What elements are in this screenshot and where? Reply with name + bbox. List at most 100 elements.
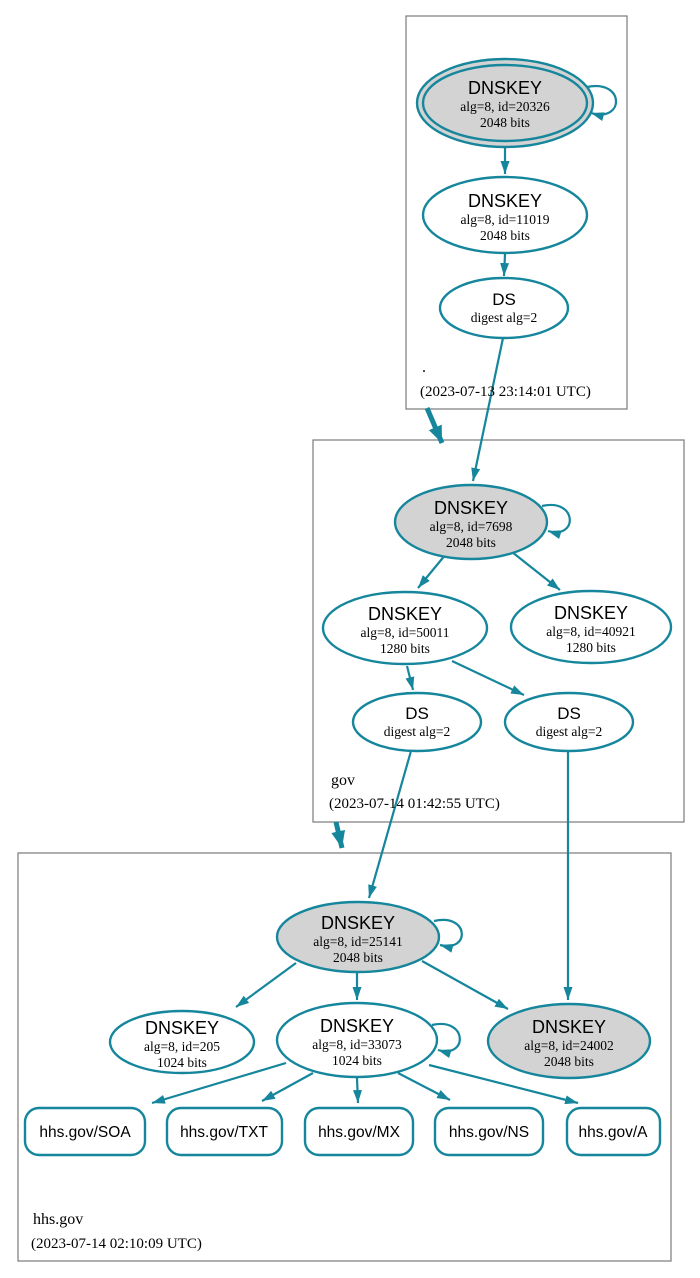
edge-25141-to-24002 — [421, 960, 509, 1010]
dnskey-node-25141: DNSKEY alg=8, id=25141 2048 bits — [275, 900, 441, 974]
edge-33073-to-mx — [352, 1077, 362, 1104]
dnskey-7698-title: DNSKEY — [434, 498, 508, 518]
edge-50011-to-ds1 — [405, 665, 415, 691]
dnskey-20326-inner-ellipse — [421, 63, 589, 143]
rrset-soa-box — [23, 1106, 147, 1157]
dnskey-20326-detail: alg=8, id=20326 — [460, 99, 550, 114]
zone-timestamp-gov: (2023-07-14 01:42:55 UTC) — [329, 796, 500, 812]
rrset-node-txt: hhs.gov/TXT — [165, 1106, 284, 1157]
edge-root-ds-to-7698 — [471, 337, 505, 482]
dnskey-50011-title: DNSKEY — [368, 604, 442, 624]
ds-node-root: DS digest alg=2 — [438, 276, 570, 340]
rrset-a-label: hhs.gov/A — [579, 1124, 649, 1141]
dnskey-11019-detail: alg=8, id=11019 — [461, 212, 550, 227]
dnskey-33073-detail: alg=8, id=33073 — [312, 1037, 402, 1052]
dnskey-node-7698: DNSKEY alg=8, id=7698 2048 bits — [393, 483, 549, 561]
edge-7698-to-50011 — [417, 553, 447, 589]
ds-root-title: DS — [492, 290, 516, 309]
edge-gov-ds1-to-25141 — [367, 750, 413, 899]
zone-label-gov: gov — [331, 772, 355, 789]
dnskey-25141-ellipse — [275, 900, 441, 974]
dnskey-7698-bits: 2048 bits — [446, 535, 496, 550]
rrset-node-ns: hhs.gov/NS — [433, 1106, 545, 1157]
ds-gov-1-title: DS — [405, 704, 429, 723]
dnskey-25141-bits: 2048 bits — [333, 950, 383, 965]
dnskey-205-title: DNSKEY — [145, 1018, 219, 1038]
zone-gov: DNSKEY alg=8, id=7698 2048 bits DNSKEY a… — [321, 483, 673, 812]
edge-delegation-root-to-gov — [424, 407, 445, 444]
rrset-node-a: hhs.gov/A — [565, 1106, 662, 1157]
ds-root-detail: digest alg=2 — [471, 310, 537, 325]
dnskey-node-24002: DNSKEY alg=8, id=24002 2048 bits — [486, 1002, 652, 1080]
dnskey-node-20326: DNSKEY alg=8, id=20326 2048 bits — [415, 57, 595, 149]
rrset-a-box — [565, 1106, 662, 1157]
edge-33073-to-txt — [261, 1072, 314, 1102]
zone-label-root: . — [422, 359, 426, 376]
dnskey-40921-bits: 1280 bits — [566, 640, 616, 655]
edge-7698-self-sign — [541, 503, 571, 540]
dnskey-40921-ellipse — [509, 589, 673, 665]
dnskey-50011-ellipse — [321, 590, 489, 666]
dnskey-205-detail: alg=8, id=205 — [144, 1039, 220, 1054]
edge-25141-to-205 — [235, 962, 297, 1008]
rrset-soa-label: hhs.gov/SOA — [39, 1124, 131, 1141]
dnskey-7698-ellipse — [393, 483, 549, 561]
dnskey-node-205: DNSKEY alg=8, id=205 1024 bits — [108, 1009, 256, 1075]
rrset-txt-label: hhs.gov/TXT — [180, 1124, 268, 1141]
edge-7698-to-40921 — [511, 551, 561, 591]
dnskey-25141-detail: alg=8, id=25141 — [313, 934, 402, 949]
rrset-ns-label: hhs.gov/NS — [449, 1124, 529, 1141]
edge-25141-self-sign — [433, 918, 463, 953]
dnskey-24002-bits: 2048 bits — [544, 1054, 594, 1069]
dnskey-24002-detail: alg=8, id=24002 — [524, 1038, 613, 1053]
edge-33073-to-ns — [397, 1072, 451, 1101]
dnskey-33073-ellipse — [275, 1001, 439, 1079]
dnskey-33073-title: DNSKEY — [320, 1016, 394, 1036]
edge-11019-to-ds — [500, 253, 510, 277]
dnskey-205-bits: 1024 bits — [157, 1055, 207, 1070]
dnskey-11019-title: DNSKEY — [468, 191, 542, 211]
edge-33073-to-soa — [151, 1061, 287, 1105]
dnskey-33073-bits: 1024 bits — [332, 1053, 382, 1068]
ds-root-ellipse — [438, 276, 570, 340]
rrset-ns-box — [433, 1106, 545, 1157]
dnskey-24002-title: DNSKEY — [532, 1017, 606, 1037]
edge-50011-to-ds2 — [451, 660, 525, 696]
ds-node-gov-1: DS digest alg=2 — [351, 691, 483, 753]
dnskey-node-11019: DNSKEY alg=8, id=11019 2048 bits — [421, 175, 589, 255]
zone-hhs-gov: DNSKEY alg=8, id=25141 2048 bits DNSKEY … — [23, 900, 662, 1252]
dnskey-40921-title: DNSKEY — [554, 603, 628, 623]
zone-root: DNSKEY alg=8, id=20326 2048 bits DNSKEY … — [415, 57, 595, 400]
dnskey-7698-detail: alg=8, id=7698 — [430, 519, 513, 534]
dnskey-25141-title: DNSKEY — [321, 913, 395, 933]
ds-gov-1-detail: digest alg=2 — [384, 724, 450, 739]
dnskey-205-ellipse — [108, 1009, 256, 1075]
dnskey-11019-ellipse — [421, 175, 589, 255]
signature-edges — [151, 84, 618, 1105]
ds-gov-1-ellipse — [351, 691, 483, 753]
zone-timestamp-root: (2023-07-13 23:14:01 UTC) — [420, 384, 591, 400]
edge-33073-self-sign — [431, 1022, 461, 1059]
dnskey-20326-bits: 2048 bits — [480, 115, 530, 130]
dnskey-50011-detail: alg=8, id=50011 — [361, 625, 450, 640]
dnskey-20326-outer-ellipse — [415, 57, 595, 149]
rrset-mx-label: hhs.gov/MX — [318, 1124, 401, 1141]
edge-delegation-gov-to-hhs — [331, 821, 345, 849]
rrset-mx-box — [303, 1106, 415, 1157]
dnskey-50011-bits: 1280 bits — [380, 641, 430, 656]
dnskey-node-40921: DNSKEY alg=8, id=40921 1280 bits — [509, 589, 673, 665]
zone-timestamp-hhs-gov: (2023-07-14 02:10:09 UTC) — [31, 1236, 202, 1252]
dnskey-20326-title: DNSKEY — [468, 78, 542, 98]
edge-20326-self-sign — [586, 84, 618, 121]
edge-33073-to-a — [428, 1063, 579, 1105]
ds-node-gov-2: DS digest alg=2 — [503, 691, 635, 753]
rrset-txt-box — [165, 1106, 284, 1157]
dnskey-node-50011: DNSKEY alg=8, id=50011 1280 bits — [321, 590, 489, 666]
dnskey-40921-detail: alg=8, id=40921 — [546, 624, 635, 639]
dnskey-24002-ellipse — [486, 1002, 652, 1080]
rrset-node-soa: hhs.gov/SOA — [23, 1106, 147, 1157]
ds-gov-2-detail: digest alg=2 — [536, 724, 602, 739]
dnskey-node-33073: DNSKEY alg=8, id=33073 1024 bits — [275, 1001, 439, 1079]
